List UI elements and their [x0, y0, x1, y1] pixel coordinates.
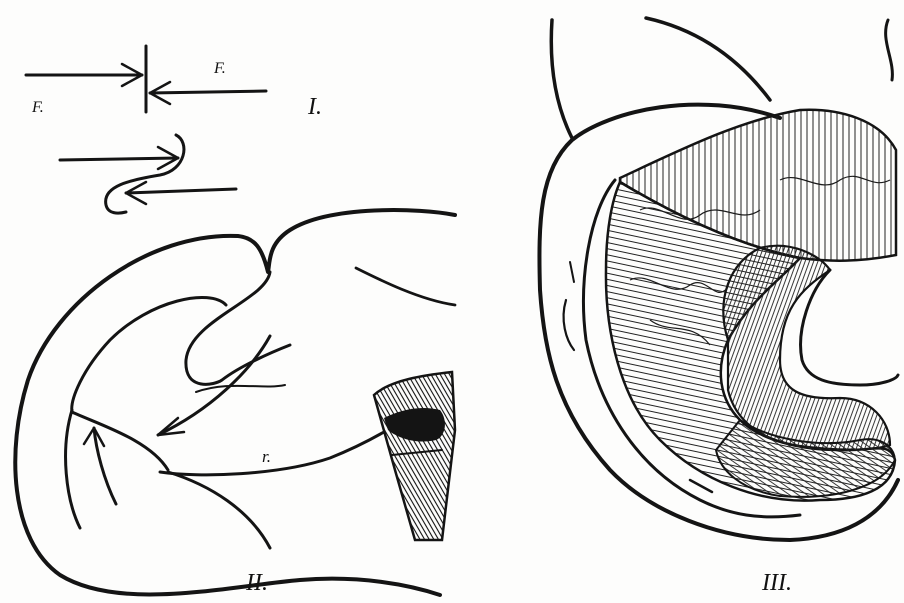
panel-two-fold-diagram — [15, 210, 455, 595]
rock-section-sample — [374, 372, 455, 540]
annotation-r: r. — [262, 447, 271, 466]
force-label-right: F. — [213, 60, 226, 77]
panel-label-one: I. — [307, 94, 322, 120]
panel-label-three: III. — [761, 570, 792, 596]
panel-one-force-diagram — [26, 46, 266, 213]
folding-arrow-lower — [126, 182, 236, 204]
right-force-arrow — [150, 82, 266, 104]
panel-label-two: II. — [245, 570, 268, 596]
folding-arrow-upper — [60, 135, 184, 213]
panel-three-fold-block — [539, 18, 898, 540]
left-force-arrow — [26, 64, 142, 86]
force-label-left: F. — [31, 99, 44, 116]
